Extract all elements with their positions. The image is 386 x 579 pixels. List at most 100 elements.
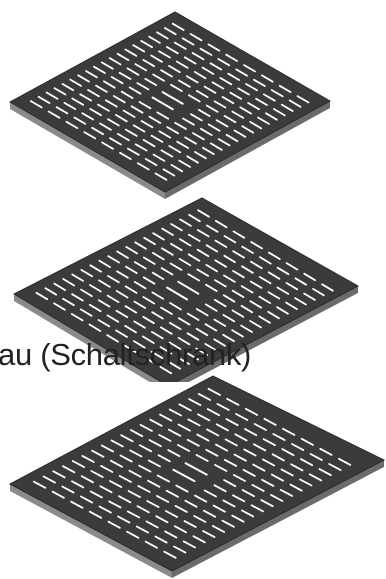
perforation-slot	[260, 74, 274, 83]
perforation-slot	[205, 264, 219, 273]
perforation-slot	[212, 504, 226, 513]
perforation-slot	[174, 504, 188, 513]
perforation-slot	[205, 448, 219, 457]
perforation-slot	[70, 313, 84, 322]
perforation-slot	[197, 392, 212, 401]
perforation-slot	[159, 346, 173, 355]
perforation-slot	[127, 490, 141, 499]
perforation-slot	[145, 520, 159, 529]
perforation-slot	[188, 213, 201, 223]
perforation-slot	[71, 273, 84, 282]
perforation-slot	[80, 495, 94, 504]
shelf-graphic	[8, 11, 332, 199]
perforation-slot	[290, 463, 304, 472]
center-slot	[184, 462, 208, 476]
perforation-slot	[163, 27, 177, 36]
perforation-slot	[222, 333, 235, 343]
perforation-slot	[289, 483, 303, 492]
perforation-slot	[120, 90, 134, 99]
perforation-slot	[71, 97, 85, 106]
perforation-slot	[223, 254, 236, 264]
perforation-slot	[73, 116, 87, 125]
perforation-slot	[178, 238, 192, 247]
perforation-slot	[186, 438, 200, 447]
perforation-slot	[65, 120, 79, 130]
perforation-slot	[150, 350, 164, 360]
perforation-slot	[115, 290, 129, 299]
perforation-slot	[103, 80, 116, 89]
perforation-slot	[241, 489, 255, 498]
perforation-slot	[83, 131, 97, 140]
perforation-slot	[184, 136, 197, 145]
perforation-slot	[106, 294, 120, 303]
perforation-slot	[196, 248, 210, 258]
perforation-slot	[337, 457, 352, 466]
perforation-slot	[279, 488, 294, 497]
perforation-slot	[125, 265, 138, 274]
perforation-slot	[99, 122, 112, 131]
perforation-slot	[193, 514, 207, 523]
perforation-slot	[109, 137, 122, 146]
perforation-slot	[165, 489, 179, 498]
perforation-slot	[79, 93, 92, 102]
perforation-slot	[214, 259, 228, 268]
perforation-slot	[89, 284, 102, 293]
perforation-slot	[97, 103, 110, 112]
perforation-slot	[130, 105, 144, 114]
perforation-slot	[211, 81, 225, 90]
perforation-slot	[142, 315, 155, 325]
perforation-slot	[95, 84, 108, 93]
slot-pattern-top	[29, 22, 310, 181]
perforation-slot	[116, 270, 129, 279]
perforation-slot	[77, 74, 90, 83]
perforation-slot	[243, 64, 256, 73]
perforation-slot	[309, 453, 323, 461]
perforation-slot	[150, 330, 164, 340]
perforation-slot	[281, 448, 295, 457]
perforation-slot	[280, 103, 294, 112]
perforation-slot	[117, 515, 131, 524]
perforation-slot	[270, 89, 284, 98]
perforation-slot	[126, 510, 141, 519]
perforation-slot	[197, 413, 211, 422]
perforation-slot	[253, 78, 266, 87]
perforation-slot	[217, 138, 231, 147]
perforation-slot	[187, 418, 201, 427]
perforation-slot	[285, 301, 298, 310]
perforation-slot	[229, 91, 243, 100]
perforation-slot	[188, 398, 202, 407]
perforation-slot	[185, 75, 199, 84]
perforation-slot	[267, 271, 281, 280]
perforation-slot	[81, 455, 95, 463]
perforation-slot	[231, 309, 245, 318]
perforation-slot	[285, 262, 299, 271]
perforation-slot	[164, 530, 178, 539]
shelf-middle	[0, 182, 386, 382]
perforation-slot	[138, 101, 152, 110]
perforation-slot	[231, 514, 245, 523]
perforation-slot	[223, 274, 236, 283]
perforation-slot	[204, 323, 218, 332]
perforation-slot	[146, 500, 160, 509]
perforation-slot	[280, 468, 294, 477]
perforation-slot	[108, 57, 122, 66]
perforation-slot	[169, 262, 183, 271]
perforation-slot	[187, 253, 201, 262]
perforation-slot	[299, 478, 313, 487]
perforation-slot	[119, 454, 133, 463]
perforation-slot	[244, 428, 258, 437]
shelf-top	[0, 0, 386, 200]
perforation-slot	[192, 132, 205, 141]
perforation-slot	[170, 223, 183, 232]
perforation-slot	[258, 276, 272, 285]
perforation-slot	[270, 493, 284, 502]
perforation-slot	[272, 108, 286, 117]
perforation-slot	[134, 241, 147, 250]
perforation-slot	[124, 324, 137, 334]
perforation-slot	[197, 108, 211, 117]
perforation-slot	[189, 33, 203, 42]
perforation-slot	[141, 335, 155, 344]
perforation-slot	[215, 423, 229, 432]
perforation-slot	[319, 447, 333, 456]
